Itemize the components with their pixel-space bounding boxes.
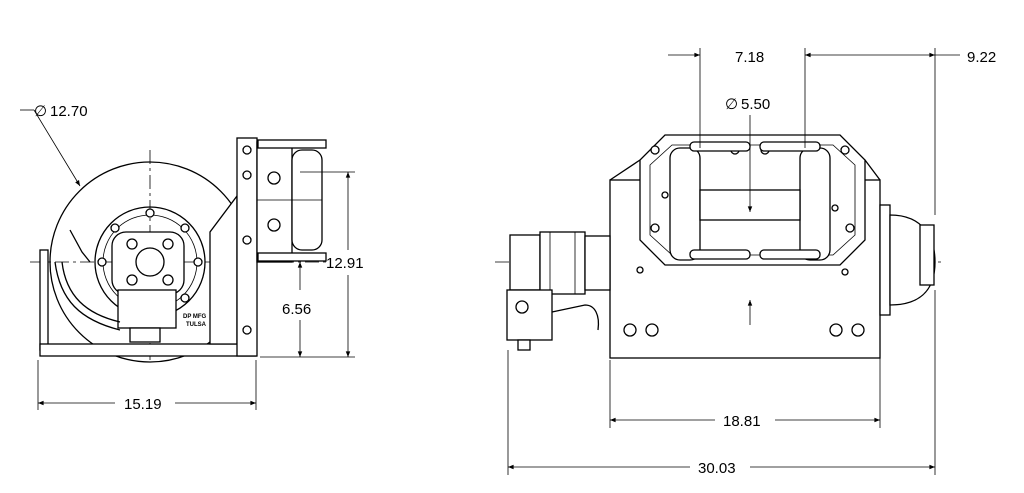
overall-width-label: 15.19	[124, 396, 162, 413]
overall-height-label: 12.91	[326, 255, 364, 272]
overall-length-label: 30.03	[698, 460, 736, 477]
drum-diameter-symbol: ∅	[34, 103, 47, 120]
drum-diameter-label: 12.70	[50, 103, 88, 120]
left-roller	[669, 147, 701, 261]
side-gusset	[209, 194, 238, 345]
base-plate	[39, 343, 257, 357]
hose	[54, 261, 121, 331]
hub-bolts	[97, 208, 203, 303]
roller-fairlead	[256, 139, 327, 263]
front-view: 7.18 9.22 ∅ 5.50 18.81 30.03	[495, 48, 996, 477]
side-view: DP MFG TULSA ∅ 12.70 12.91 6.56 15.19	[20, 103, 364, 413]
roller-to-end-label: 9.22	[967, 49, 996, 66]
roller-spacing-label: 7.18	[735, 49, 764, 66]
brake-end-cap	[879, 204, 936, 316]
valve-block	[117, 289, 177, 329]
manufacturer-logo: DP MFG	[183, 314, 207, 320]
mounting-holes	[623, 145, 865, 337]
base-length-label: 18.81	[723, 413, 761, 430]
left-bracket	[39, 249, 49, 351]
right-roller	[799, 147, 831, 261]
manufacturer-logo-city: TULSA	[186, 322, 207, 328]
core-diameter-label: 5.50	[741, 96, 770, 113]
drum-diameter-leader	[33, 109, 81, 187]
centerline-height-label: 6.56	[282, 301, 311, 318]
valve-block	[506, 289, 600, 351]
core-diameter-symbol: ∅	[725, 96, 738, 113]
pressure-gauge	[515, 300, 529, 314]
hydraulic-motor	[509, 231, 611, 295]
